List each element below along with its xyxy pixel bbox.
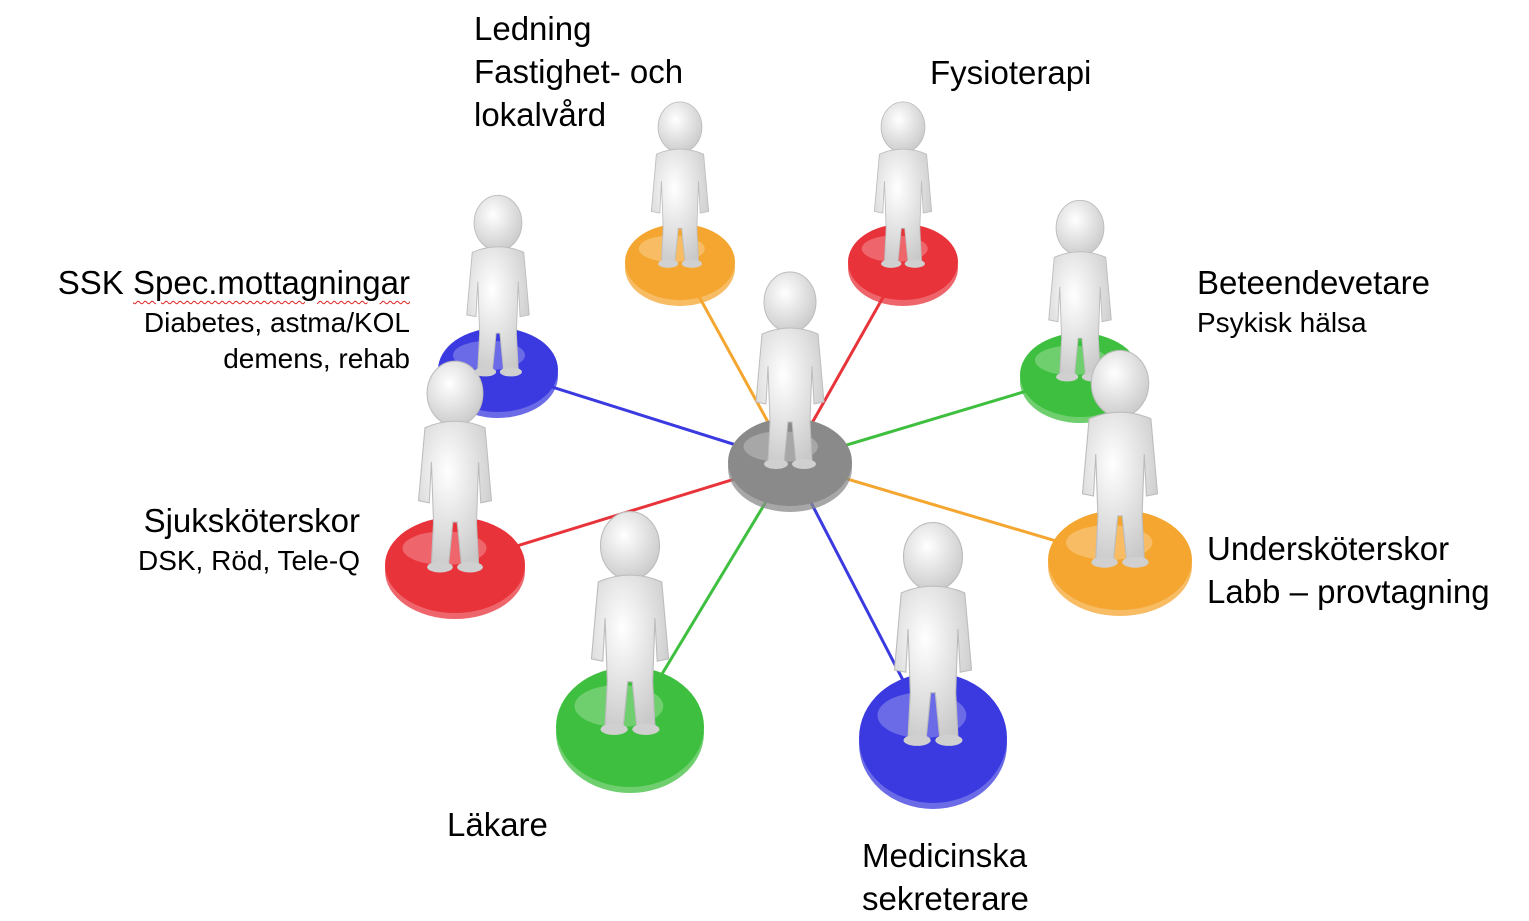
label-ledning: Ledning Fastighet- och lokalvård [474, 10, 684, 133]
disc-lakare [556, 667, 704, 793]
disc-fysioterapi [848, 224, 958, 306]
label-fysioterapi: Fysioterapi [930, 54, 1092, 91]
label-beteendevetare: Beteendevetare Psykisk hälsa [1197, 264, 1431, 338]
disc-medicinska [859, 673, 1007, 809]
disc-ledning [625, 224, 735, 306]
label-lakare: Läkare [447, 806, 548, 843]
label-underskoterskor: Undersköterskor Labb – provtagning [1207, 530, 1490, 610]
hub-disc [728, 418, 852, 512]
label-medicinska: Medicinska sekreterare [862, 837, 1029, 917]
disc-underskoterskor [1048, 510, 1192, 616]
disc-sjukskoterskor [385, 517, 525, 619]
label-ssk: SSK Spec.mottagningar Diabetes, astma/KO… [57, 264, 410, 375]
label-sjukskoterskor: Sjuksköterskor DSK, Röd, Tele-Q [137, 502, 360, 576]
